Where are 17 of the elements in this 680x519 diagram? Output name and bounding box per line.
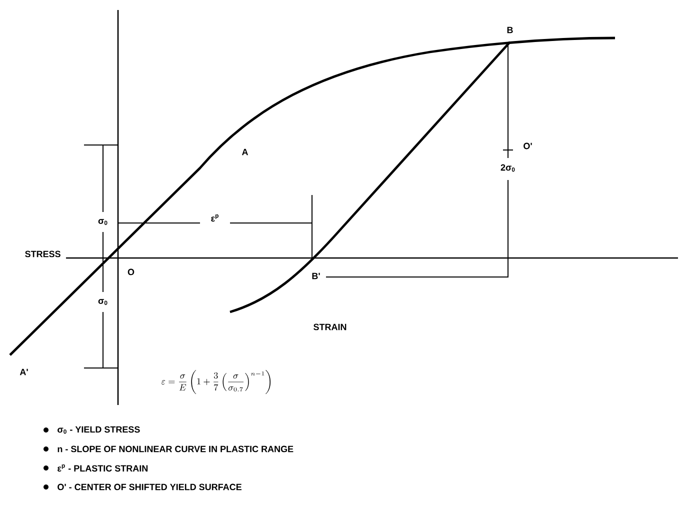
legend-note: n - SLOPE OF NONLINEAR CURVE IN PLASTIC RANGE [58, 446, 294, 452]
point-label: O' [522, 142, 534, 150]
dimension-label: 2σ$_{0}$ [500, 163, 516, 173]
legend-note: ε$^{p}$ - PLASTIC STRAIN [58, 464, 148, 472]
point-label: B' [310, 272, 322, 280]
formula: $\varepsilon = \frac{\sigma}{E}\left(1 + \frac{3}{7}\left(\frac{\sigma}{\sigma_{0.7}}\right)^{n-1}\right)$ [160, 369, 274, 395]
legend-note: O' - CENTER OF SHIFTED YIELD SURFACE [58, 484, 242, 490]
point-label: A [240, 148, 250, 156]
legend-note: σ$_{0}$ - YIELD STRESS [58, 426, 140, 434]
dimension-label: σ$_{0}$ [97, 218, 109, 226]
axis-label: STRAIN [312, 322, 348, 332]
point-label: B [506, 26, 514, 34]
point-label: O [126, 268, 136, 276]
dimension-label: σ$_{0}$ [97, 298, 109, 306]
axis-label: STRESS [24, 250, 62, 258]
point-label: A' [18, 368, 30, 376]
dimension-label: ε$^{p}$ [210, 213, 220, 223]
